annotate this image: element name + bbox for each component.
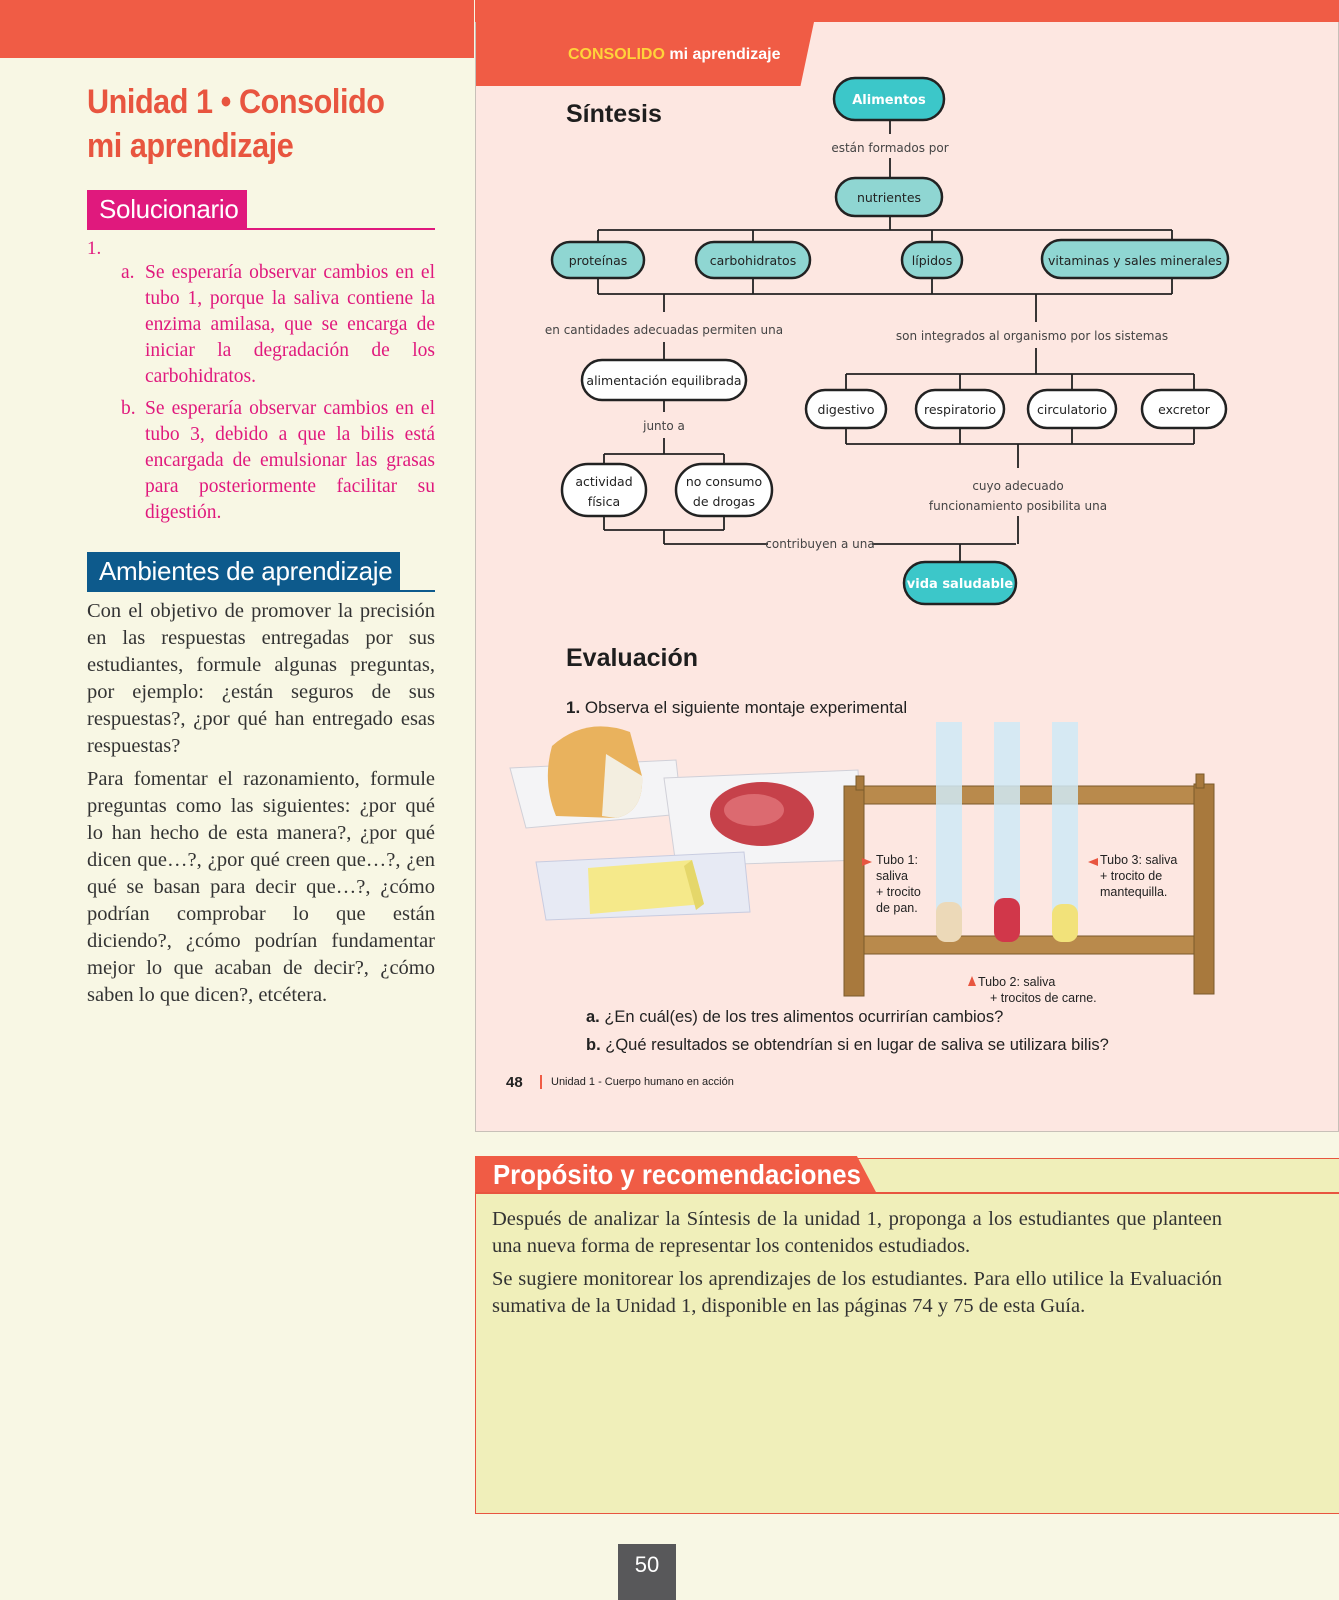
ambientes-paragraph-2: Para fomentar el razonamiento, formule p…: [87, 768, 435, 1006]
svg-text:digestivo: digestivo: [818, 402, 875, 417]
plate-meat-icon: [663, 769, 863, 867]
page-tab: CONSOLIDO mi aprendizaje: [476, 22, 814, 86]
node-circulatorio: [1026, 388, 1118, 430]
top-bar-right: [475, 0, 1339, 22]
node-excretor: [1140, 388, 1228, 430]
svg-text:Tubo 3: saliva: Tubo 3: saliva: [1100, 853, 1177, 867]
node-vitaminas: [1040, 238, 1230, 280]
question-a: a. ¿En cuál(es) de los tres alimentos oc…: [586, 1008, 1004, 1026]
svg-text:respiratorio: respiratorio: [924, 402, 996, 417]
page-number: 50: [618, 1544, 676, 1600]
node-no-consumo: [674, 462, 774, 518]
proposito-box: [475, 1158, 1339, 1514]
answer-a: a. Se esperaría observar cambios en el t…: [121, 262, 435, 387]
ambientes-paragraph-1: Con el objetivo de promover la precisión…: [87, 600, 435, 757]
plate-butter-icon: [535, 851, 751, 921]
svg-text:están formados por: están formados por: [831, 141, 948, 155]
svg-text:física: física: [588, 494, 620, 509]
sintesis-heading: Síntesis: [566, 100, 662, 128]
node-vida-saludable: [902, 560, 1018, 606]
evaluacion-heading: Evaluación: [566, 644, 698, 672]
svg-text:lípidos: lípidos: [912, 253, 952, 268]
concept-map: Alimentos están formados por nutrientes …: [545, 76, 1230, 606]
node-alimentacion: [580, 358, 748, 402]
plate-bread-icon: [509, 726, 683, 829]
solucionario-heading: Solucionario: [87, 190, 435, 230]
svg-text:+ trocito de: + trocito de: [1100, 869, 1162, 883]
top-bar-left: [0, 0, 474, 58]
node-proteinas: [550, 240, 646, 280]
proposito-heading: Propósito y recomendaciones: [475, 1156, 877, 1194]
textbook-page: CONSOLIDO mi aprendizaje Síntesis: [475, 22, 1339, 1132]
node-carbohidratos: [694, 240, 812, 280]
book-page-number: 48: [506, 1074, 523, 1091]
svg-text:funcionamiento posibilita una: funcionamiento posibilita una: [929, 499, 1107, 513]
svg-text:Alimentos: Alimentos: [852, 93, 926, 108]
svg-text:en cantidades adecuadas permit: en cantidades adecuadas permiten una: [545, 323, 783, 337]
svg-text:alimentación equilibrada: alimentación equilibrada: [586, 373, 741, 388]
unit-title: Unidad 1 • Consolido mi aprendizaje: [87, 83, 385, 165]
proposito-body: Después de analizar la Síntesis de la un…: [492, 1206, 1222, 1326]
svg-text:cuyo adecuado: cuyo adecuado: [972, 479, 1063, 493]
node-actividad: [560, 462, 648, 518]
node-nutrientes: [834, 176, 944, 218]
node-alimentos: [832, 76, 946, 122]
svg-text:nutrientes: nutrientes: [857, 190, 921, 205]
answer-b: b. Se esperaría observar cambios en el t…: [121, 398, 435, 523]
question-b: b. ¿Qué resultados se obtendrían si en l…: [586, 1036, 1109, 1054]
question-number: 1.: [87, 238, 102, 259]
test-tubes: [936, 722, 1078, 942]
svg-text:saliva: saliva: [876, 869, 908, 883]
svg-text:proteínas: proteínas: [569, 253, 628, 268]
node-lipidos: [900, 240, 964, 280]
svg-text:no consumo: no consumo: [686, 474, 762, 489]
ambientes-heading: Ambientes de aprendizaje: [87, 552, 435, 592]
node-digestivo: [804, 388, 888, 430]
node-respiratorio: [914, 388, 1006, 430]
svg-text:vida saludable: vida saludable: [907, 577, 1014, 592]
experiment-illustration: Tubo 1: saliva + trocito de pan. Tubo 3:…: [509, 722, 1215, 1005]
svg-text:excretor: excretor: [1158, 402, 1211, 417]
svg-text:junto a: junto a: [642, 419, 685, 433]
svg-text:+ trocito: + trocito: [876, 885, 921, 899]
proposito-paragraph-1: Después de analizar la Síntesis de la un…: [492, 1208, 1222, 1257]
svg-text:de drogas: de drogas: [693, 494, 755, 509]
svg-text:de pan.: de pan.: [876, 901, 918, 915]
svg-text:circulatorio: circulatorio: [1037, 402, 1107, 417]
svg-text:son integrados al organismo po: son integrados al organismo por los sist…: [896, 329, 1168, 343]
svg-text:actividad: actividad: [575, 474, 632, 489]
question-1: 1. Observa el siguiente montaje experime…: [566, 698, 908, 717]
svg-text:+ trocitos de carne.: + trocitos de carne.: [990, 991, 1097, 1005]
book-footer: Unidad 1 - Cuerpo humano en acción: [551, 1076, 734, 1088]
svg-text:Tubo 2: saliva: Tubo 2: saliva: [978, 975, 1055, 989]
svg-text:contribuyen a una: contribuyen a una: [765, 537, 874, 551]
left-column: Unidad 1 • Consolido mi aprendizaje Solu…: [87, 80, 435, 1009]
svg-text:carbohidratos: carbohidratos: [710, 253, 796, 268]
proposito-paragraph-2: Se sugiere monitorear los aprendizajes d…: [492, 1268, 1222, 1317]
svg-text:mantequilla.: mantequilla.: [1100, 885, 1167, 899]
svg-text:Tubo 1:: Tubo 1:: [876, 853, 918, 867]
svg-text:vitaminas y sales minerales: vitaminas y sales minerales: [1048, 253, 1222, 268]
